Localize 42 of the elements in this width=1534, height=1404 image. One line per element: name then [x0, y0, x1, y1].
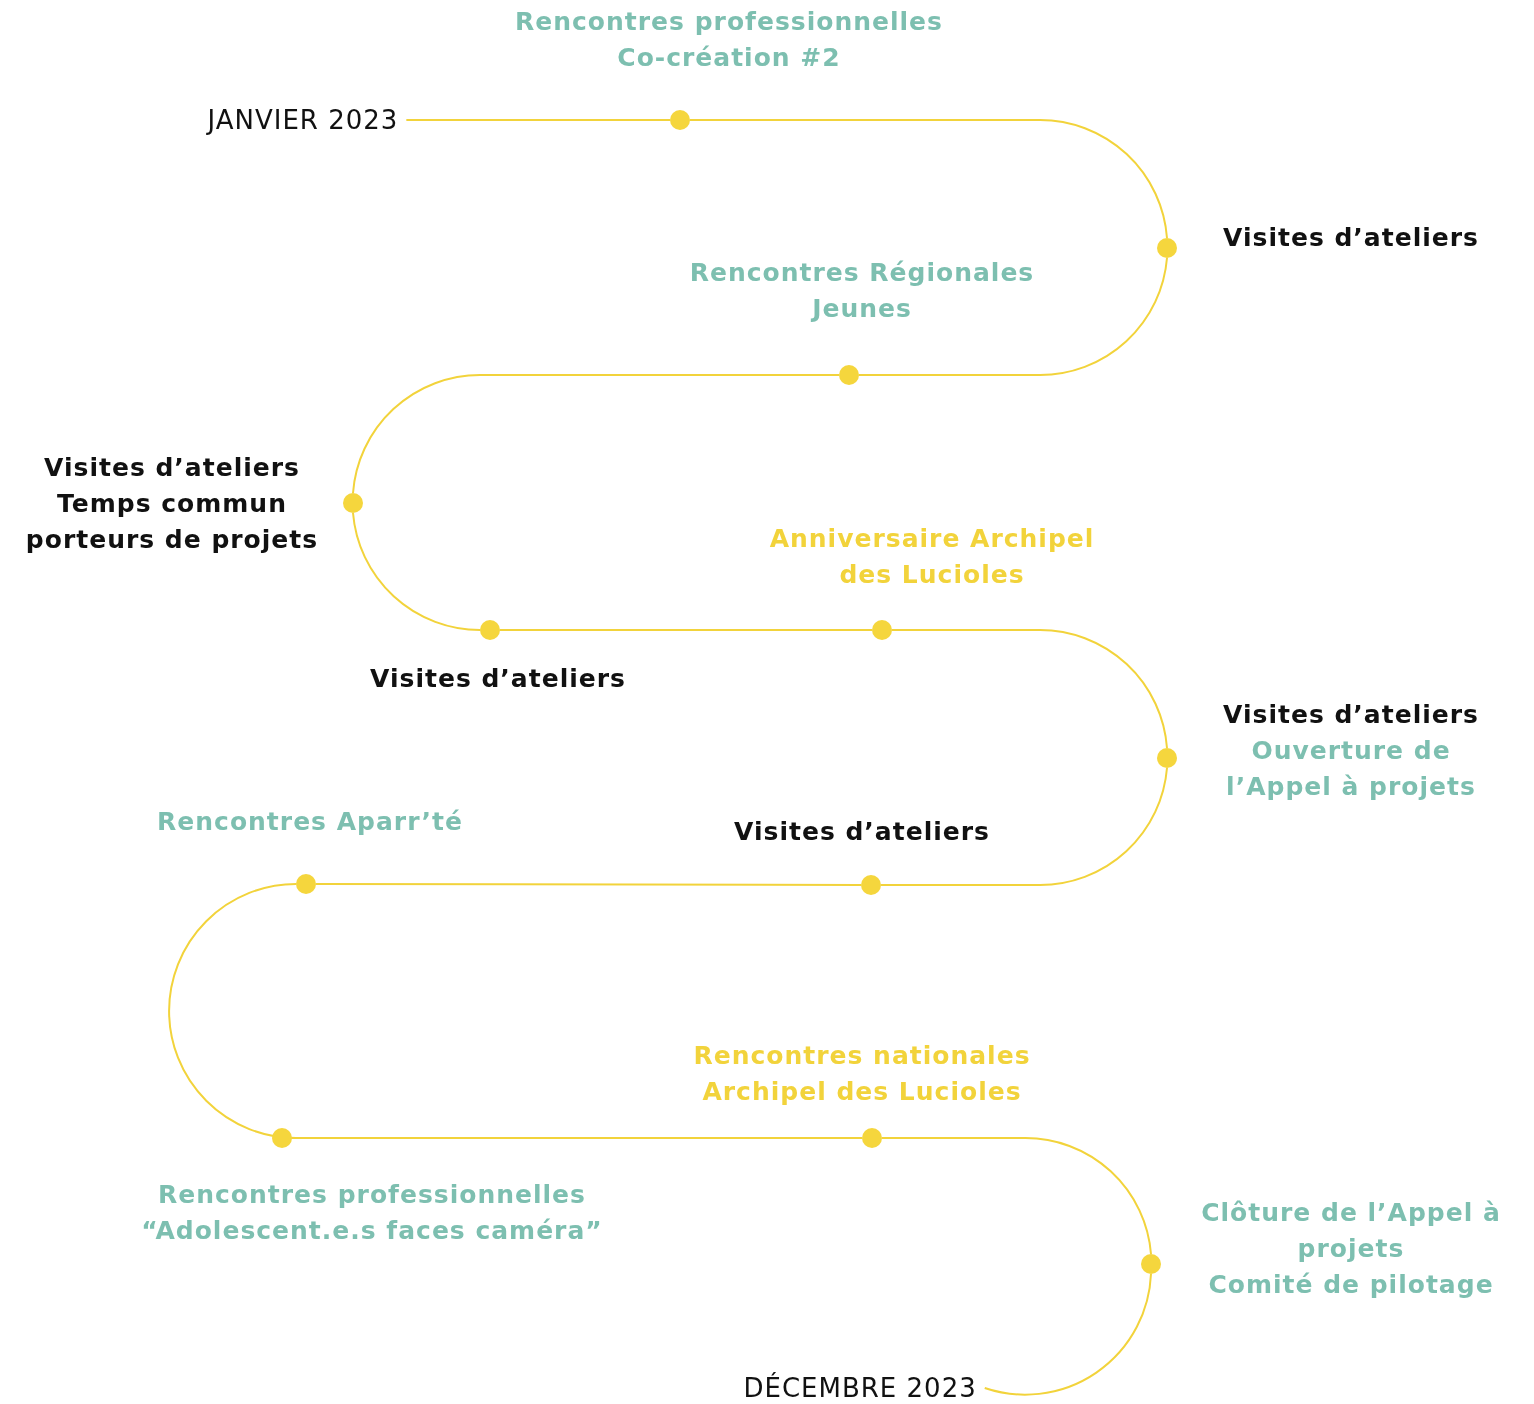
event-label: Visites d’ateliers: [1223, 222, 1479, 254]
timeline-path: [405, 119, 671, 121]
event-label: Visites d’ateliers: [734, 816, 990, 848]
timeline-path: [315, 883, 862, 886]
event-label: Ouverture de l’Appel à projets: [1225, 735, 1477, 803]
timeline-dot: [480, 620, 500, 640]
timeline-dot: [670, 110, 690, 130]
event-label: Rencontres professionnelles Co-création #2: [514, 6, 944, 74]
event-label: Clôture de l’Appel à projets: [1200, 1197, 1502, 1265]
date-label: DÉCEMBRE 2023: [743, 1370, 977, 1404]
timeline-path: [689, 119, 1168, 239]
event-label: Rencontres Régionales Jeunes: [688, 257, 1036, 325]
timeline-path: [881, 1137, 1152, 1255]
timeline-path: [352, 374, 840, 494]
timeline-dot: [839, 365, 859, 385]
timeline-path: [858, 257, 1168, 376]
event-label: Visites d’ateliers: [1223, 699, 1479, 731]
event-label: Rencontres professionnelles “Adolescent.e.s faces caméra”: [140, 1179, 604, 1247]
timeline-dot: [1157, 238, 1177, 258]
timeline-dot: [343, 493, 363, 513]
timeline-path: [352, 512, 481, 631]
timeline-dot: [296, 874, 316, 894]
event-label: Comité de pilotage: [1208, 1269, 1494, 1301]
timeline-dot: [1141, 1254, 1161, 1274]
timeline-dot: [1157, 748, 1177, 768]
event-label: Rencontres nationales Archipel des Lucioles: [692, 1040, 1032, 1108]
event-label: Temps commun porteurs de projets: [24, 488, 320, 556]
timeline-path: [291, 1137, 863, 1139]
timeline-path: [499, 629, 873, 631]
event-label: Rencontres Aparr’té: [157, 806, 463, 838]
timeline-path: [880, 767, 1168, 886]
event-label: Visites d’ateliers: [370, 663, 626, 695]
timeline-path: [168, 883, 297, 1139]
event-label: Anniversaire Archipel des Lucioles: [768, 523, 1096, 591]
timeline-dot: [861, 875, 881, 895]
timeline-path: [983, 1273, 1152, 1396]
timeline-dot: [872, 620, 892, 640]
timeline-dot: [272, 1128, 292, 1148]
date-label: JANVIER 2023: [207, 102, 399, 138]
event-label: Visites d’ateliers: [44, 452, 300, 484]
timeline-dot: [862, 1128, 882, 1148]
timeline-path: [891, 629, 1168, 749]
